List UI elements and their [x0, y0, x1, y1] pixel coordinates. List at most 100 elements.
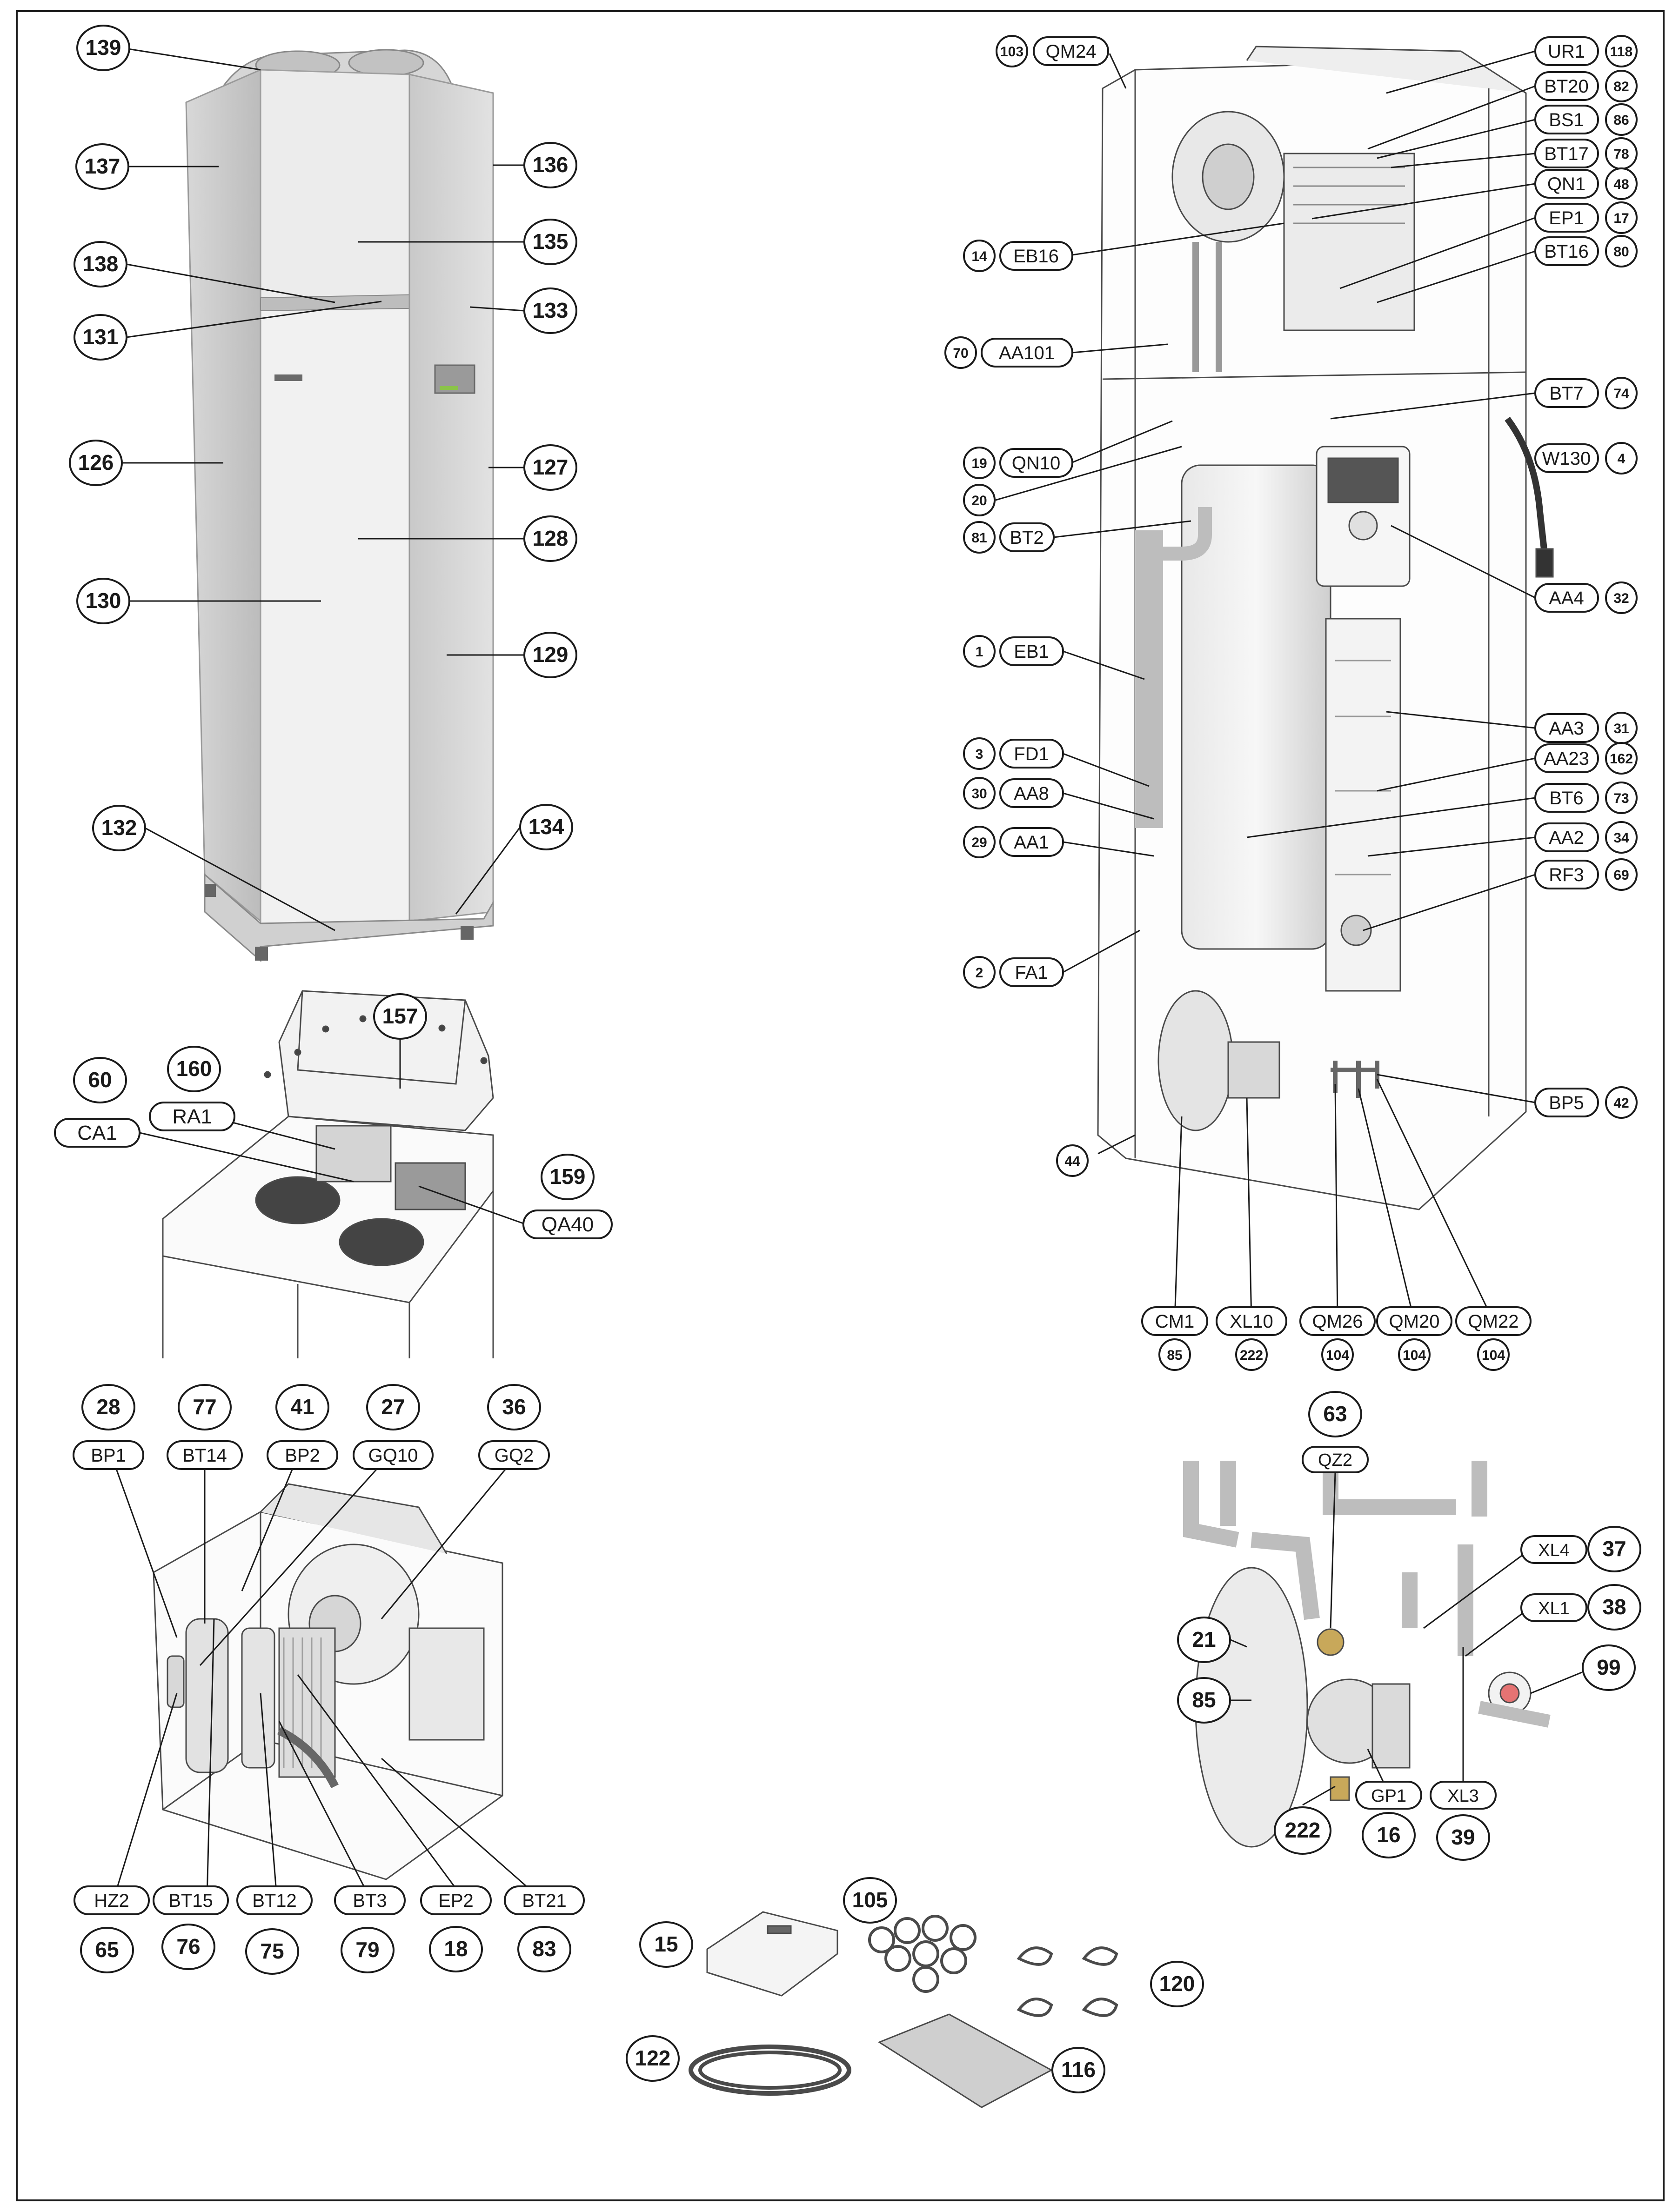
callout-BT21: BT21 83	[504, 1885, 585, 1972]
num-14: 14	[971, 249, 987, 264]
code-AA101: AA101	[999, 343, 1055, 363]
num-39: 39	[1451, 1825, 1475, 1849]
callout-20: 20	[963, 484, 996, 516]
callout-QM22: QM22 104	[1455, 1306, 1532, 1371]
num-4: 4	[1618, 451, 1625, 467]
o-ring-4	[950, 1924, 977, 1951]
num-44: 44	[1064, 1154, 1080, 1169]
code-XL4: XL4	[1538, 1541, 1570, 1560]
hose-clamp-3	[1017, 1998, 1053, 2017]
control-knob	[1348, 511, 1378, 541]
code-AA4: AA4	[1549, 588, 1584, 608]
left-side-panel	[185, 68, 261, 923]
code-BT15: BT15	[168, 1891, 213, 1911]
display-panel	[434, 364, 475, 394]
o-ring-3	[922, 1915, 949, 1942]
code-QN1: QN1	[1547, 174, 1585, 194]
bubble-126: 126	[69, 440, 123, 486]
callout-QM24: 103 QM24	[996, 35, 1109, 67]
callout-HZ2: HZ2 65	[74, 1885, 150, 1973]
num-18: 18	[444, 1937, 468, 1961]
num-76: 76	[176, 1934, 200, 1958]
label-120: 120	[1159, 1971, 1195, 1996]
num-1: 1	[976, 644, 983, 660]
callout-EP1: EP1 17	[1534, 201, 1638, 234]
num-85-cm1: 85	[1167, 1348, 1182, 1363]
interior-right-labels: UR1 118 BT20 82 BS1 86 BT17 78 QN1 48 EP…	[1534, 35, 1638, 1119]
screw-2	[294, 1049, 301, 1056]
callout-AA8: 30 AA8	[963, 777, 1064, 809]
num-222-xl10: 222	[1240, 1348, 1263, 1363]
bubble-122: 122	[626, 2035, 680, 2082]
callout-W130: W130 4	[1534, 442, 1638, 474]
interior-shelf	[1102, 371, 1526, 380]
num-222-pump: 222	[1285, 1818, 1321, 1842]
callout-RF3: RF3 69	[1534, 858, 1638, 891]
pump-valve-qz2	[1317, 1628, 1345, 1656]
code-CA1: CA1	[77, 1122, 117, 1144]
num-27: 27	[381, 1395, 405, 1419]
code-UR1: UR1	[1548, 41, 1585, 62]
callout-BT15: BT15 76	[153, 1885, 229, 1970]
pump-flange	[1371, 1683, 1411, 1769]
callout-BP1: 28 BP1	[73, 1384, 144, 1470]
accessories-labels: 105 15 120 122 116	[626, 1877, 1204, 2093]
pump-valve-222	[1330, 1776, 1350, 1801]
num-2: 2	[976, 965, 983, 981]
num-16: 16	[1377, 1823, 1400, 1847]
bubble-127: 127	[523, 444, 577, 491]
bubble-116: 116	[1051, 2047, 1105, 2093]
rf-module	[1340, 915, 1372, 946]
hose-clamp-1	[1017, 1946, 1053, 1966]
bubble-159: 159	[541, 1154, 595, 1200]
label-60: 60	[88, 1068, 112, 1092]
num-86: 86	[1613, 113, 1629, 128]
callout-BT16: BT16 80	[1534, 235, 1638, 267]
pump-meter-dial	[1499, 1683, 1520, 1704]
bubble-120: 120	[1150, 1961, 1204, 2007]
foot-left	[255, 947, 268, 961]
housing-lid-ridge	[297, 990, 466, 1085]
interior-top-lid	[1246, 46, 1526, 94]
compressor-leaders	[111, 1455, 540, 1899]
screw-5	[438, 1024, 446, 1032]
accessory-box	[706, 1911, 838, 1997]
diagram-frame	[16, 10, 1665, 2201]
o-ring-7	[940, 1947, 967, 1974]
code-AA2: AA2	[1549, 828, 1584, 848]
callout-XL1: XL1 38	[1520, 1584, 1641, 1631]
num-21: 21	[1192, 1627, 1216, 1651]
accessory-box-logo	[767, 1925, 792, 1934]
top-module-drawing	[162, 990, 494, 1358]
right-side-panel	[408, 74, 494, 922]
pump-meter-pipe	[1478, 1701, 1551, 1728]
bubble-60: 60	[73, 1057, 127, 1103]
hose-clamp-2	[1082, 1946, 1118, 1966]
label-160: 160	[176, 1056, 212, 1081]
num-36: 36	[502, 1395, 526, 1419]
callout-FA1: 2 FA1	[963, 956, 1064, 989]
bubble-130: 130	[76, 578, 130, 624]
top-module-labels: 157 60 160 159 CA1 RA1 QA40	[54, 993, 613, 1239]
label-136: 136	[533, 153, 569, 177]
callout-AA2: AA2 34	[1534, 821, 1638, 854]
bubble-135: 135	[523, 219, 577, 265]
label-157: 157	[382, 1004, 418, 1028]
callout-BT7: BT7 74	[1534, 377, 1638, 409]
code-BT14: BT14	[182, 1445, 227, 1466]
label-129: 129	[533, 642, 569, 667]
screw-4	[359, 1015, 367, 1022]
callout-BT14: 77 BT14	[167, 1384, 243, 1470]
num-75: 75	[260, 1939, 284, 1963]
front-view-bubbles: 139 137 136 135 138 131 133 126 127 128 …	[69, 25, 577, 851]
callout-UR1: UR1 118	[1534, 35, 1638, 67]
pump-hot-water-pipe	[1402, 1544, 1473, 1656]
code-BT6: BT6	[1549, 788, 1583, 809]
code-W130: W130	[1542, 448, 1591, 469]
num-37: 37	[1602, 1537, 1626, 1561]
hose-clamp-4	[1082, 1998, 1118, 2017]
drier-filter	[167, 1655, 185, 1708]
num-99: 99	[1597, 1655, 1620, 1679]
circulation-pump	[1157, 990, 1234, 1131]
electrical-box	[408, 1627, 485, 1741]
